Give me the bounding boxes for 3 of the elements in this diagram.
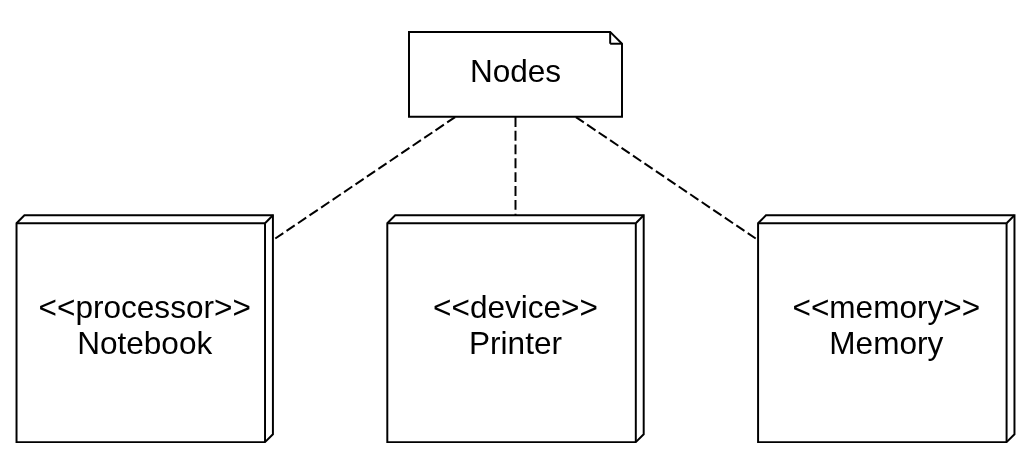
connector: [574, 115, 759, 241]
connector: [272, 115, 457, 241]
connector: [514, 115, 517, 216]
